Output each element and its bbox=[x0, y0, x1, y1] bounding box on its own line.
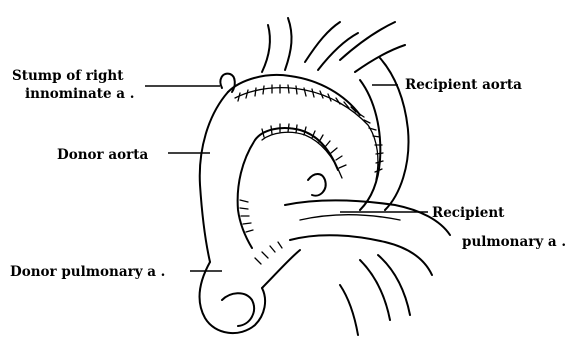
donor-pa-lower-loop bbox=[222, 293, 254, 326]
suture-line-upper bbox=[235, 88, 378, 180]
donor-aorta-left-wall bbox=[200, 92, 228, 262]
suture-line-inner bbox=[262, 132, 342, 178]
suture-ticks-upper bbox=[238, 85, 383, 172]
label-stump-line2: innominate a . bbox=[25, 86, 134, 102]
donor-pulmonary-artery bbox=[200, 262, 266, 333]
donor-aorta-outer bbox=[228, 75, 360, 115]
label-recipient-pa-line2: pulmonary a . bbox=[462, 234, 566, 250]
recipient-pa-inner-line bbox=[300, 215, 400, 220]
label-donor-aorta: Donor aorta bbox=[57, 147, 148, 163]
lower-right-vessels bbox=[340, 255, 410, 335]
stump-of-right-innominate bbox=[220, 74, 234, 92]
donor-pa-right-wall bbox=[262, 250, 300, 288]
label-recipient-aorta: Recipient aorta bbox=[405, 77, 522, 93]
recipient-arch-branch-middle bbox=[305, 22, 358, 70]
recipient-arch-branch-right bbox=[340, 22, 405, 72]
heart-vessels-drawing bbox=[200, 18, 450, 335]
label-donor-pa: Donor pulmonary a . bbox=[10, 264, 165, 280]
recipient-aorta-outline bbox=[360, 58, 408, 210]
labels: Stump of right innominate a . Recipient … bbox=[10, 68, 566, 280]
central-twisted-vessel bbox=[308, 174, 326, 196]
recipient-arch-branch-left bbox=[262, 18, 292, 72]
label-stump-line1: Stump of right bbox=[12, 68, 124, 84]
suture-ticks-donor-pa bbox=[255, 242, 282, 264]
label-recipient-pa-line1: Recipient bbox=[432, 205, 505, 221]
